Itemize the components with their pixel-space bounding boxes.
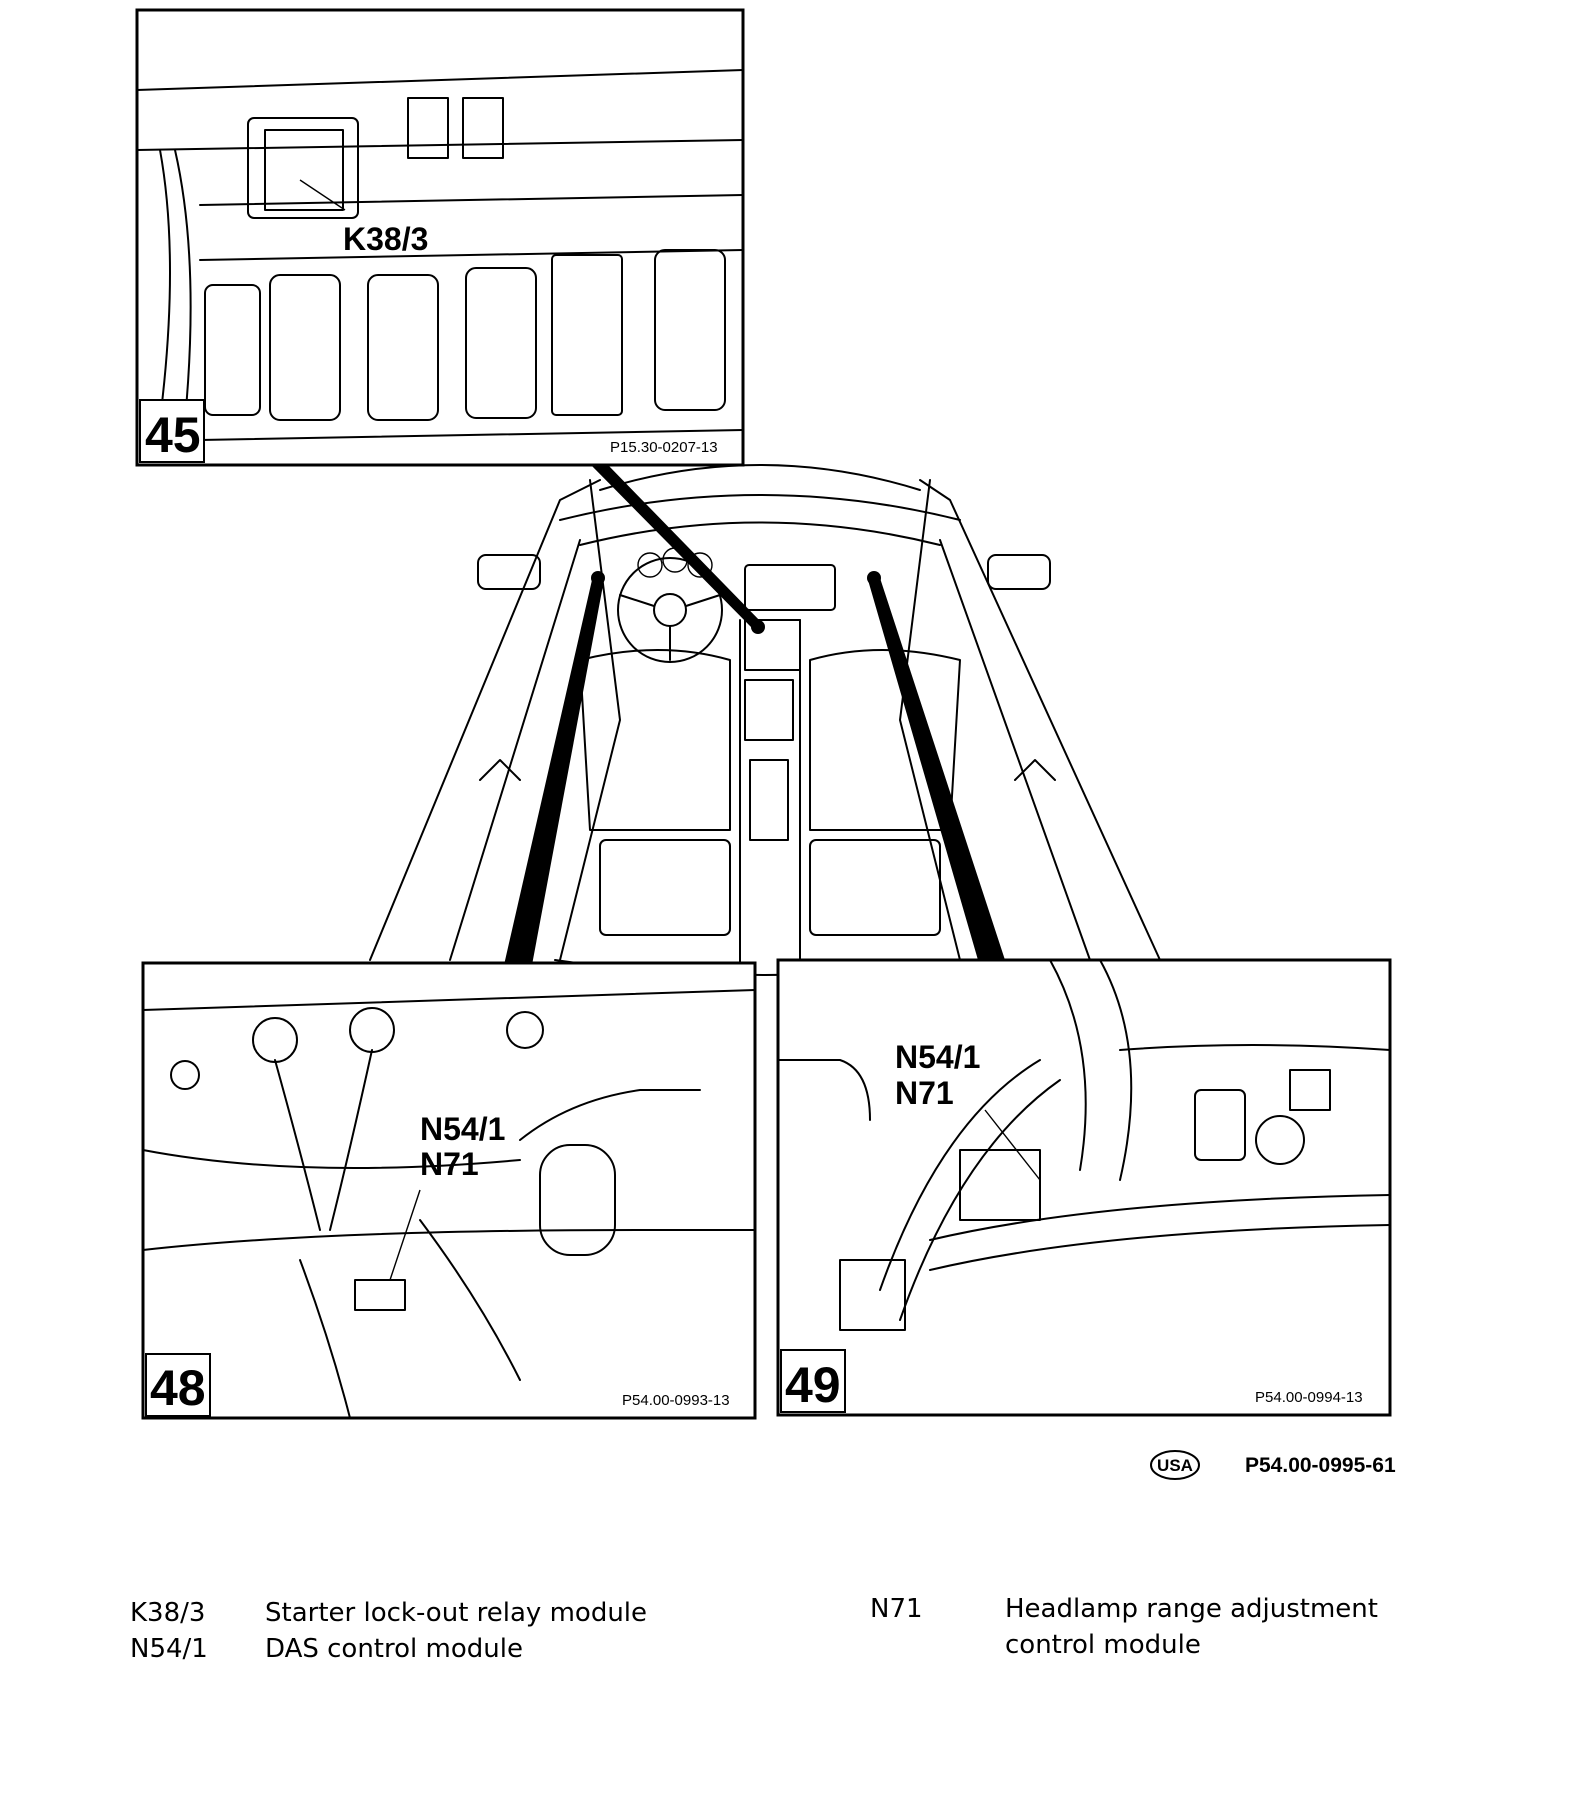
callout-49-drawing-code: P54.00-0994-13 bbox=[1255, 1389, 1363, 1406]
n54-1-label-49: N54/1 bbox=[895, 1039, 980, 1075]
figure-code: USA P54.00-0995-61 bbox=[1150, 1450, 1396, 1480]
callout-49: 49 N54/1 N71 P54.00-0994-13 bbox=[776, 958, 1392, 1417]
callout-45-drawing-code: P15.30-0207-13 bbox=[610, 439, 718, 456]
relay-row bbox=[204, 249, 726, 421]
callout-48-drawing-code: P54.00-0993-13 bbox=[622, 1392, 730, 1409]
n54-1-label-48: N54/1 bbox=[420, 1111, 505, 1147]
legend-code: N71 bbox=[870, 1594, 923, 1624]
legend-code: K38/3 bbox=[130, 1598, 206, 1628]
legend-item-k38-3: K38/3 Starter lock-out relay module bbox=[130, 1595, 730, 1631]
legend-item-n54-1: N54/1 DAS control module bbox=[130, 1631, 730, 1667]
legend-description: DAS control module bbox=[265, 1634, 523, 1664]
legend-description: Starter lock-out relay module bbox=[265, 1598, 648, 1628]
callout-49-number: 49 bbox=[785, 1357, 841, 1413]
legend-item-n71: N71 Headlamp range adjustment control mo… bbox=[870, 1591, 1460, 1671]
n71-label-49: N71 bbox=[895, 1075, 954, 1111]
figure-code-text: P54.00-0995-61 bbox=[1245, 1454, 1396, 1477]
callout-48-number: 48 bbox=[150, 1360, 206, 1416]
legend-description: Headlamp range adjustment control module bbox=[1005, 1594, 1378, 1660]
legend-code: N54/1 bbox=[130, 1634, 208, 1664]
callout-45: 45 K38/3 P15.30-0207-13 bbox=[135, 8, 745, 467]
car-interior-overview bbox=[369, 462, 1161, 981]
k38-3-label: K38/3 bbox=[343, 221, 428, 257]
usa-badge: USA bbox=[1157, 1456, 1193, 1475]
n71-label-48: N71 bbox=[420, 1146, 479, 1182]
callout-48: 48 N54/1 N71 P54.00-0993-13 bbox=[141, 961, 757, 1420]
callout-45-number: 45 bbox=[145, 407, 201, 463]
legend: K38/3 Starter lock-out relay module N54/… bbox=[130, 1594, 1460, 1685]
